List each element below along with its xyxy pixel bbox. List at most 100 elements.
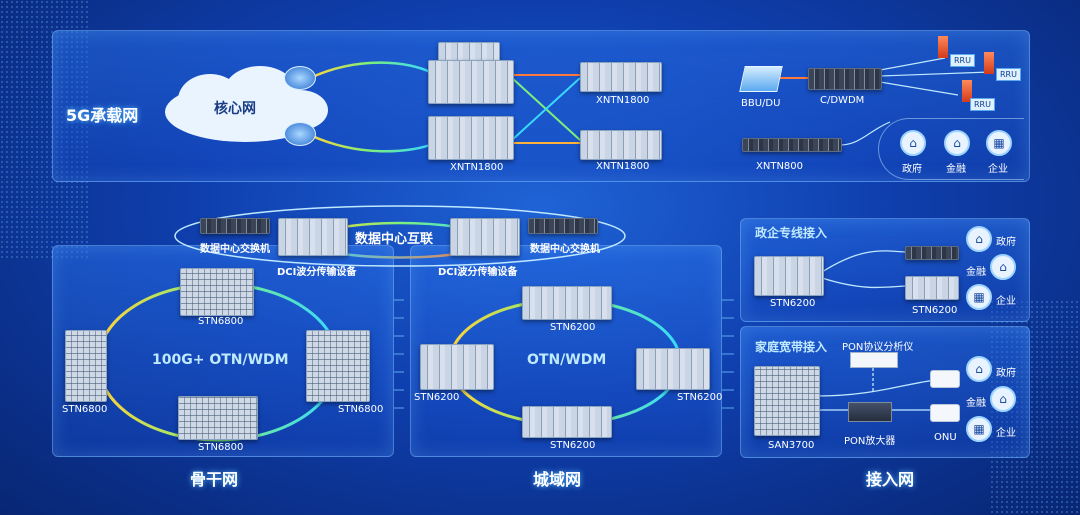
gov-link-1 bbox=[821, 250, 906, 273]
device-stn6800-top bbox=[180, 268, 254, 316]
label-stn6200-bottom: STN6200 bbox=[550, 440, 596, 451]
building-icon: ⌂ bbox=[966, 226, 992, 252]
label-stn6200-right: STN6200 bbox=[677, 392, 723, 403]
label-stn6200-top: STN6200 bbox=[550, 322, 596, 333]
label-stn6200-gov-2: STN6200 bbox=[912, 305, 958, 316]
label-xntn1800-a: XNTN1800 bbox=[596, 95, 650, 106]
label-stn6200-left: STN6200 bbox=[414, 392, 460, 403]
label-pon-analyzer: PON协议分析仪 bbox=[842, 342, 914, 353]
customer-circle bbox=[878, 118, 1024, 180]
label-dc-switch-left: 数据中心交换机 bbox=[200, 244, 270, 255]
rru-badge: RRU bbox=[996, 68, 1021, 81]
label-san3700: SAN3700 bbox=[768, 440, 815, 451]
device-dc-switch-right bbox=[528, 218, 598, 234]
label-xntn1800-b: XNTN1800 bbox=[596, 161, 650, 172]
label-dc-switch-right: 数据中心交换机 bbox=[530, 244, 600, 255]
rru-badge: RRU bbox=[970, 98, 995, 111]
device-gov-small bbox=[905, 246, 959, 260]
home-link-1 bbox=[817, 379, 936, 397]
device-stn6200-right bbox=[636, 348, 710, 390]
onu-icon bbox=[930, 370, 960, 388]
link-cross-2 bbox=[511, 77, 581, 141]
label-stn6800-left: STN6800 bbox=[62, 404, 108, 415]
pon-amplifier-device bbox=[848, 402, 892, 422]
core-label: 核心网 bbox=[214, 101, 256, 117]
section-label-backbone: 骨干网 bbox=[190, 470, 239, 489]
label-cdwdm: C/DWDM bbox=[820, 95, 865, 106]
device-cdwdm bbox=[808, 68, 882, 90]
section-label-access: 接入网 bbox=[866, 470, 915, 489]
label-home-customer-2: 金融 bbox=[966, 398, 986, 409]
core-cloud-icon bbox=[165, 66, 328, 142]
link-rru-2 bbox=[879, 71, 991, 77]
antenna-icon bbox=[938, 36, 948, 58]
label-dci-wdm-right: DCI波分传输设备 bbox=[438, 267, 518, 278]
home-access-title: 家庭宽带接入 bbox=[755, 340, 828, 354]
label-gov-customer-1: 政府 bbox=[996, 237, 1016, 248]
device-stn6200-top bbox=[522, 286, 612, 320]
label-dci-wdm-left: DCI波分传输设备 bbox=[277, 267, 357, 278]
bbu-icon bbox=[739, 66, 783, 92]
label-stn6800-right: STN6800 bbox=[338, 404, 384, 415]
rru-badge: RRU bbox=[950, 54, 975, 67]
section-label-5g: 5G承载网 bbox=[66, 106, 139, 125]
label-gov-customer-2: 金融 bbox=[966, 267, 986, 278]
dci-title: 数据中心互联 bbox=[355, 232, 434, 247]
device-dci-wdm-left bbox=[278, 218, 348, 256]
label-stn6200-gov: STN6200 bbox=[770, 298, 816, 309]
router-icon bbox=[284, 66, 316, 90]
gov-access-title: 政企专线接入 bbox=[755, 226, 828, 240]
device-xntn1800-core-1 bbox=[428, 60, 514, 104]
metro-ring-label: OTN/WDM bbox=[527, 352, 607, 368]
label-onu: ONU bbox=[934, 432, 957, 443]
building-icon: ⌂ bbox=[900, 130, 926, 156]
device-xntn1800-a bbox=[580, 62, 662, 92]
label-xntn1800-core: XNTN1800 bbox=[450, 162, 504, 173]
office-icon: ▦ bbox=[966, 284, 992, 310]
section-label-metro: 城域网 bbox=[533, 470, 582, 489]
device-stn6800-left bbox=[65, 330, 107, 402]
label-home-customer-1: 政府 bbox=[996, 368, 1016, 379]
bank-icon: ⌂ bbox=[944, 130, 970, 156]
device-stn6200-left bbox=[420, 344, 494, 390]
label-bbu: BBU/DU bbox=[741, 98, 781, 109]
label-xntn800: XNTN800 bbox=[756, 161, 804, 172]
building-icon: ⌂ bbox=[966, 356, 992, 382]
label-customer-finance: 金融 bbox=[946, 164, 966, 175]
device-san3700 bbox=[754, 366, 820, 436]
office-icon: ▦ bbox=[986, 130, 1012, 156]
antenna-icon bbox=[984, 52, 994, 74]
device-xntn1800-core-2 bbox=[428, 116, 514, 160]
link-rru-3 bbox=[879, 81, 959, 96]
label-customer-enterprise: 企业 bbox=[988, 164, 1008, 175]
label-stn6800-top: STN6800 bbox=[198, 316, 244, 327]
flow-arrows bbox=[394, 299, 734, 409]
backbone-ring-label: 100G+ OTN/WDM bbox=[152, 352, 289, 368]
dci-outline bbox=[174, 205, 626, 267]
link-customers bbox=[839, 121, 891, 146]
pon-analyzer-device bbox=[850, 352, 898, 368]
device-stn6200-gov bbox=[754, 256, 824, 296]
link-rru-1 bbox=[879, 57, 946, 71]
bank-icon: ⌂ bbox=[990, 386, 1016, 412]
device-xntn1800-core-top bbox=[438, 42, 500, 62]
label-stn6800-bottom: STN6800 bbox=[198, 442, 244, 453]
device-stn6200-bottom bbox=[522, 406, 612, 438]
device-dc-switch-left bbox=[200, 218, 270, 234]
office-icon: ▦ bbox=[966, 416, 992, 442]
router-icon bbox=[284, 122, 316, 146]
device-stn6200-gov-2 bbox=[905, 276, 959, 300]
device-xntn1800-b bbox=[580, 130, 662, 160]
antenna-icon bbox=[962, 80, 972, 102]
link-core-top bbox=[309, 61, 431, 80]
label-customer-gov: 政府 bbox=[902, 164, 922, 175]
device-xntn800 bbox=[742, 138, 842, 152]
onu-icon bbox=[930, 404, 960, 422]
device-stn6800-right bbox=[306, 330, 370, 402]
bank-icon: ⌂ bbox=[990, 254, 1016, 280]
link-core-bottom bbox=[309, 133, 431, 153]
label-gov-customer-3: 企业 bbox=[996, 296, 1016, 307]
device-stn6800-bottom bbox=[178, 396, 258, 440]
device-dci-wdm-right bbox=[450, 218, 520, 256]
